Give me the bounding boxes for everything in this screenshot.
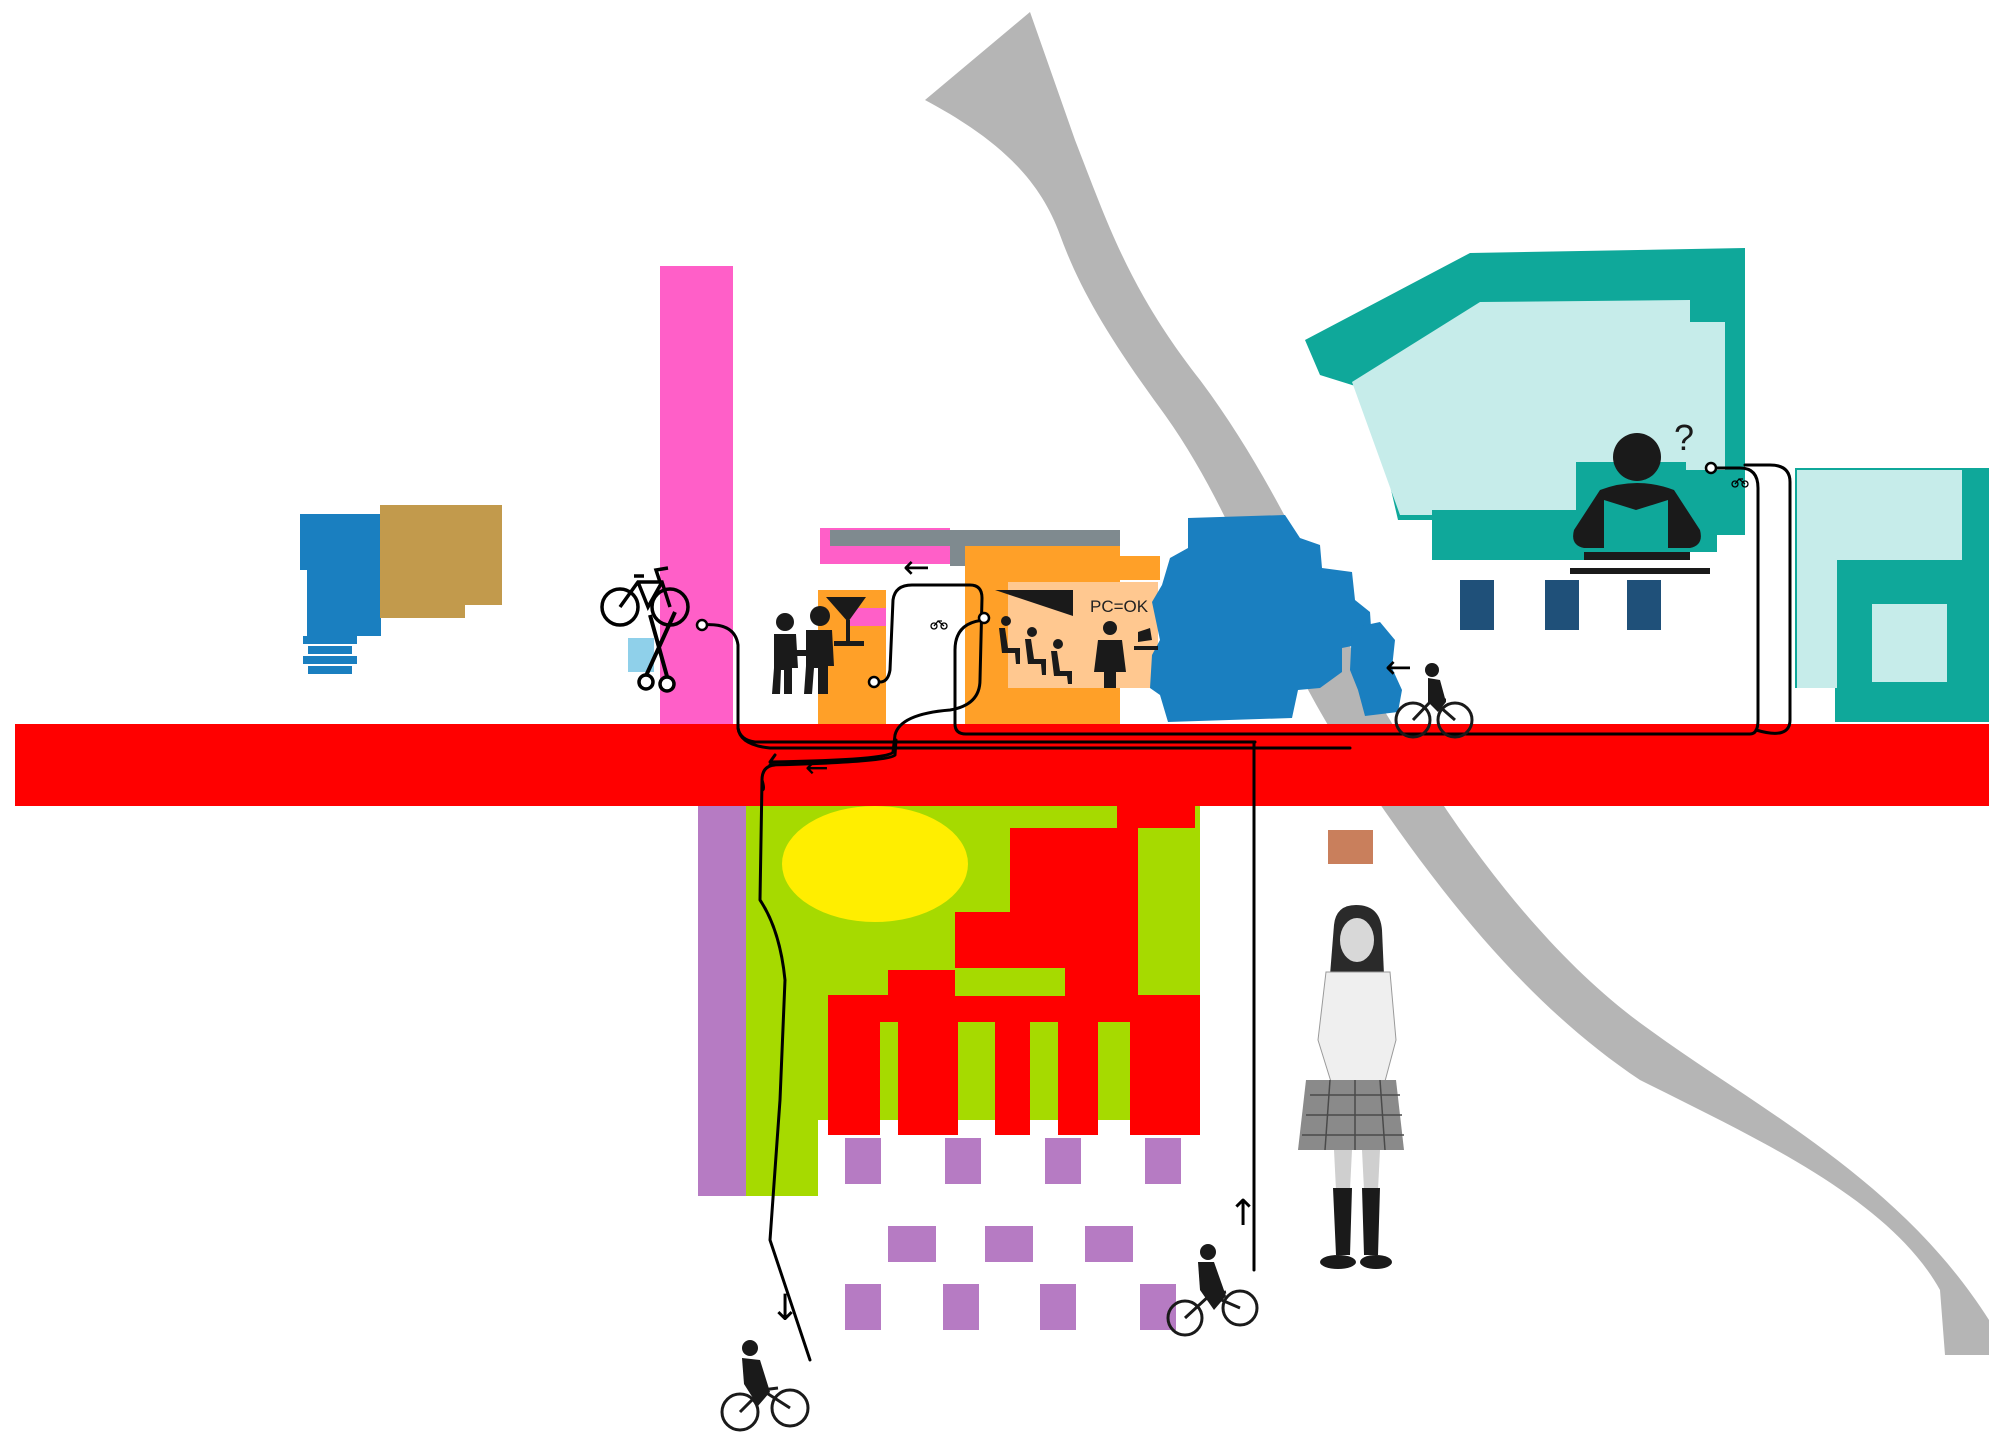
arrow-down: ↓ [770, 1288, 800, 1329]
bike-shop-building [300, 505, 505, 674]
arrow-left-cafe: ← [903, 548, 930, 586]
blue-blob-building [1150, 515, 1402, 722]
arrow-left-street: ← [805, 751, 828, 784]
pc-ok-label: PC=OK [1090, 597, 1149, 616]
main-street [15, 724, 1989, 806]
pond [782, 806, 968, 922]
pink-tower [660, 266, 733, 726]
brick-square [1328, 830, 1373, 864]
arrow-left-cyclist: ← [1385, 648, 1412, 686]
cyclist-icon [722, 1340, 808, 1430]
cyclist-icon [1168, 1244, 1257, 1335]
park-school-block [698, 806, 1200, 1196]
people-icon [772, 606, 834, 694]
student-figure [1298, 905, 1404, 1269]
question-mark: ? [1674, 417, 1694, 458]
navy-pillars [1460, 580, 1661, 630]
station-extension [1795, 468, 1989, 722]
purple-squares [845, 1138, 1181, 1330]
arrow-up: ↑ [1228, 1193, 1258, 1234]
